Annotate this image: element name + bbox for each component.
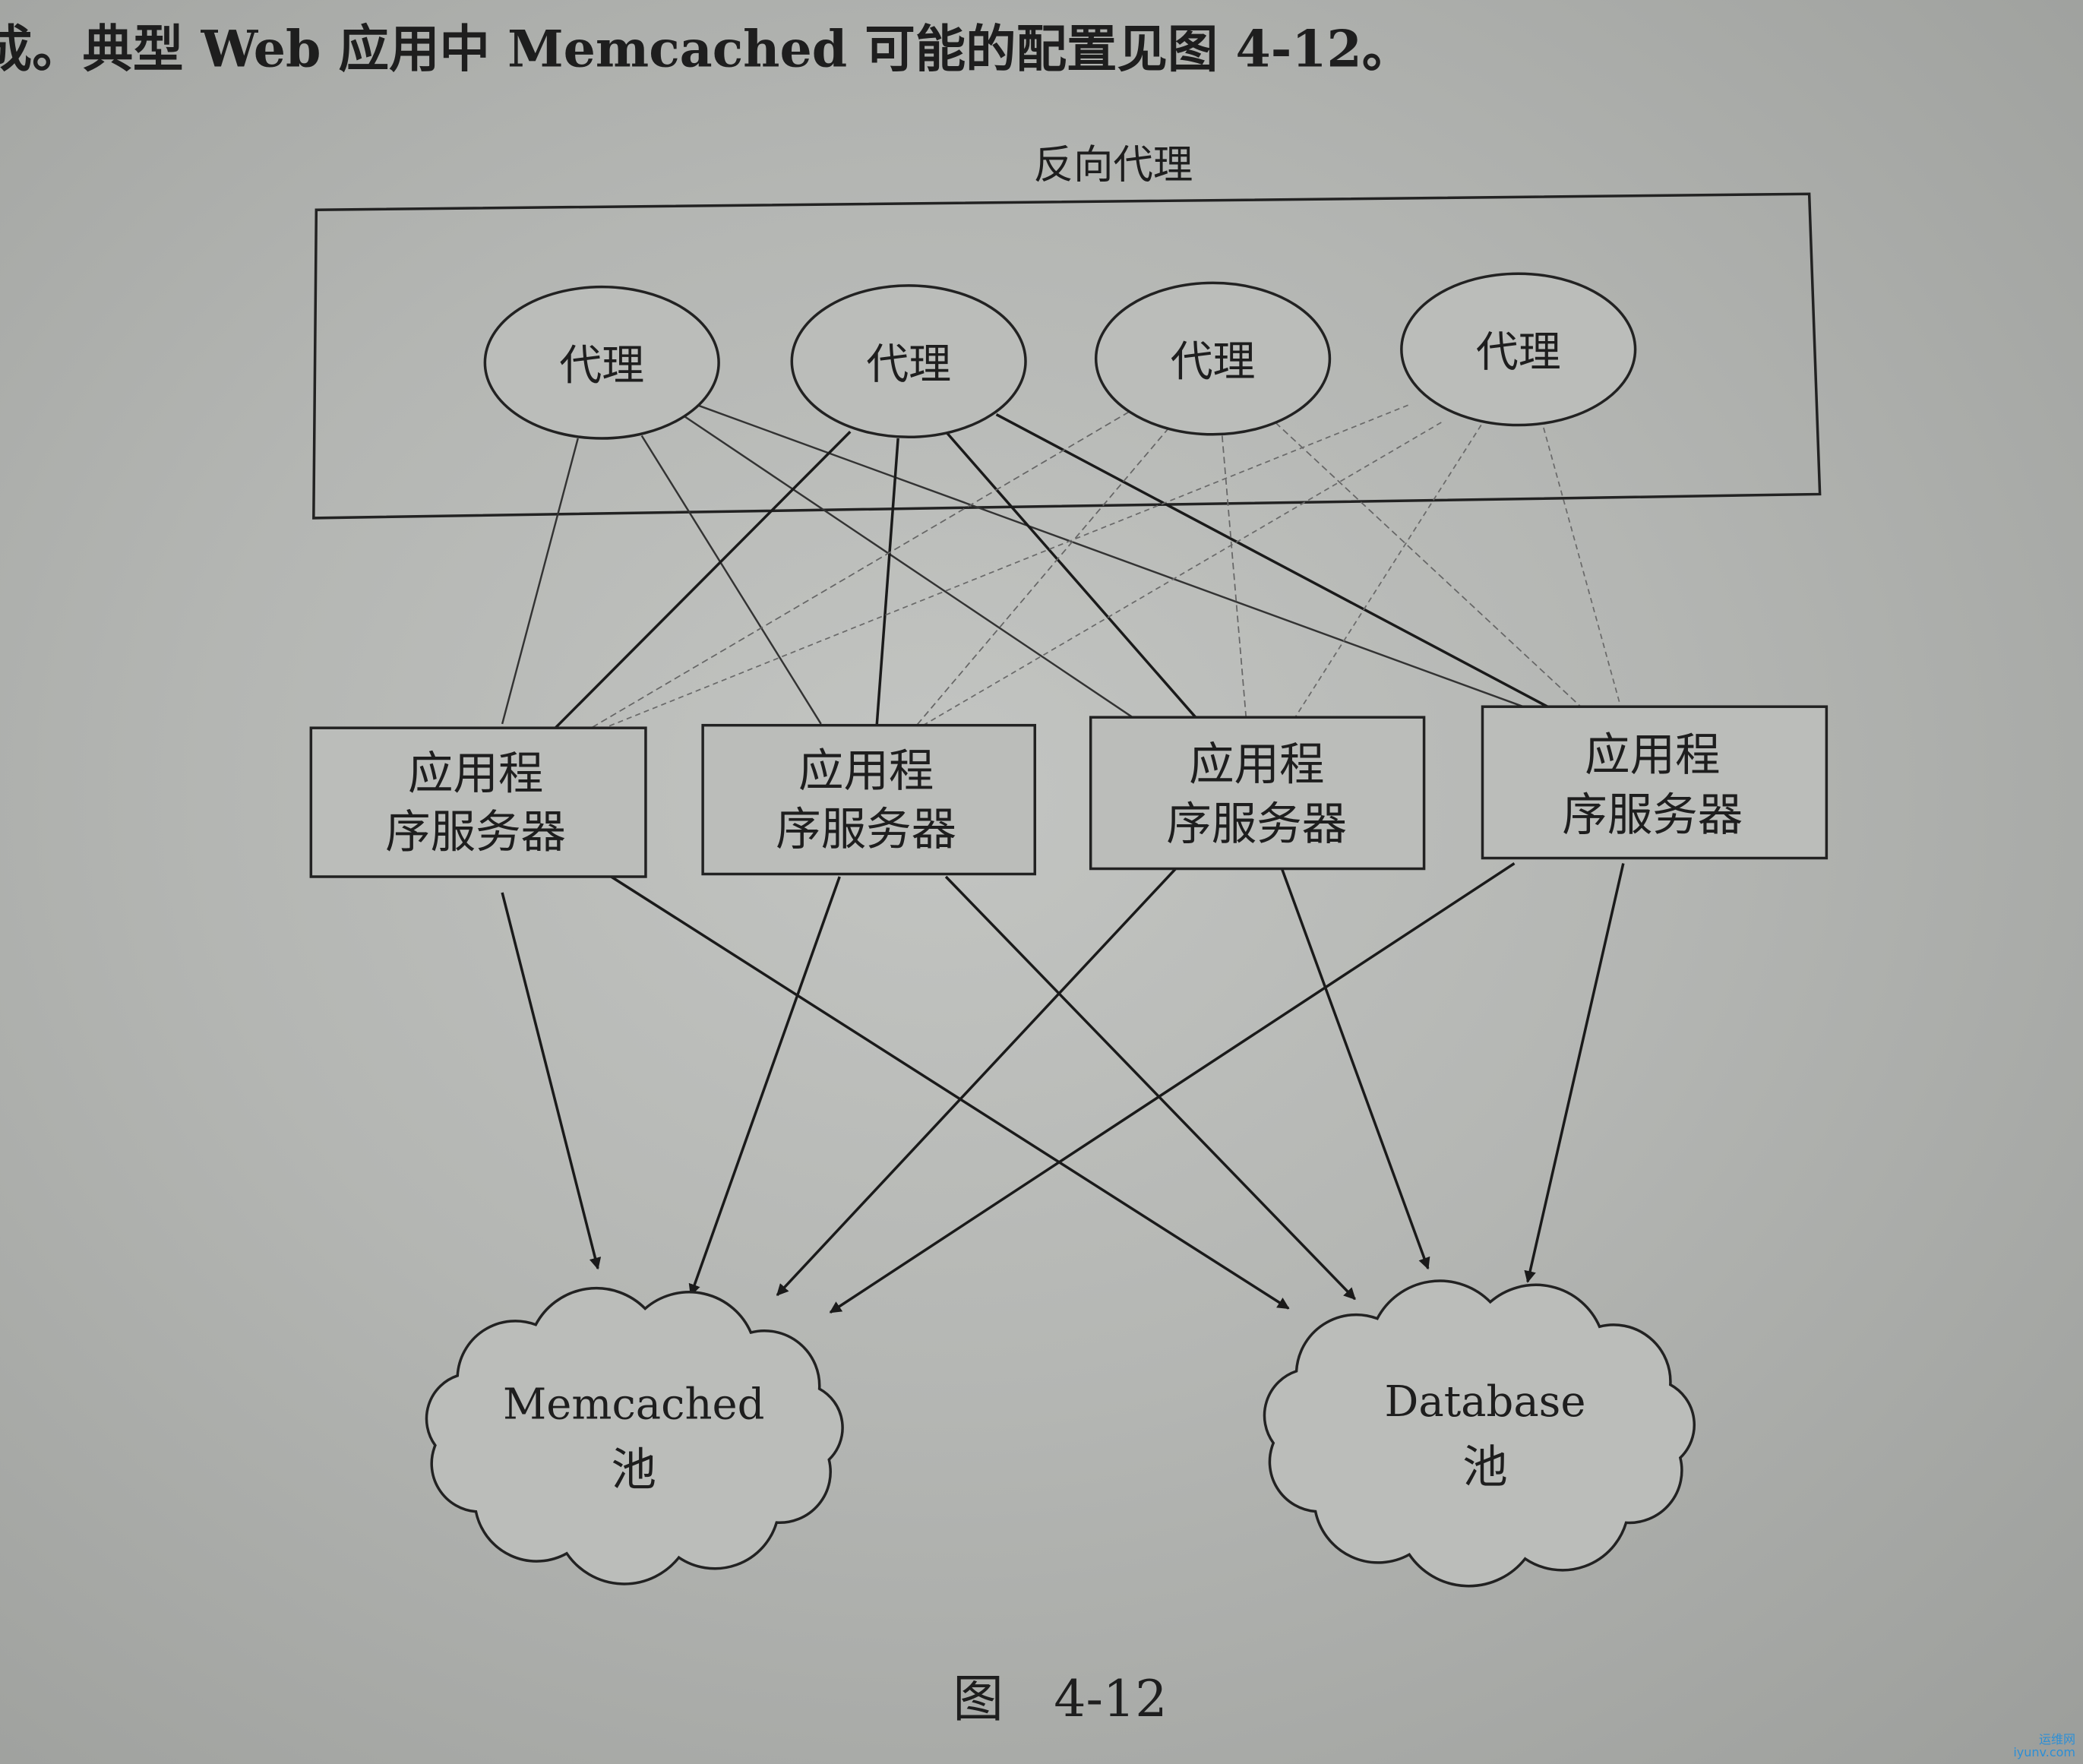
pool-label-line2: 池 bbox=[611, 1444, 656, 1497]
proxy-ellipse bbox=[1400, 272, 1637, 427]
link-proxy3-server4 bbox=[1275, 422, 1582, 707]
link-proxy4-server3 bbox=[1294, 425, 1482, 718]
arrow-server1-memcached bbox=[501, 892, 602, 1270]
app-server-label-line2: 序服务器 bbox=[1562, 789, 1743, 842]
arrow-server2-memcached bbox=[688, 876, 841, 1297]
app-server-3: 应用程 序服务器 bbox=[1089, 716, 1426, 871]
link-proxy4-server1 bbox=[604, 404, 1408, 729]
proxy-3: 代理 bbox=[1094, 281, 1332, 436]
watermark-logo: 运维网 iyunv.com bbox=[2013, 1733, 2075, 1759]
link-proxy1-server2 bbox=[640, 435, 822, 725]
pool-label-line1: Database bbox=[1384, 1377, 1585, 1427]
server-pool-arrows bbox=[501, 862, 1625, 1314]
header-text: 成。典型 Web 应用中 Memcached 可能的配置见图 4-12。 bbox=[0, 19, 1412, 78]
proxy-label: 代理 bbox=[1171, 337, 1256, 387]
arrow-server1-database bbox=[610, 875, 1290, 1310]
app-server-box bbox=[1089, 716, 1426, 871]
arrow-server3-database bbox=[1280, 868, 1430, 1270]
app-server-box bbox=[309, 726, 647, 878]
app-server-label-line2: 序服务器 bbox=[385, 807, 566, 859]
proxy-4: 代理 bbox=[1400, 272, 1637, 427]
link-proxy3-server2 bbox=[915, 427, 1170, 726]
watermark-cn: 运维网 bbox=[2038, 1731, 2075, 1747]
link-proxy1-server1 bbox=[501, 438, 579, 725]
link-proxy1-server4 bbox=[697, 404, 1535, 712]
proxy-ellipse bbox=[790, 284, 1027, 439]
watermark-en: iyunv.com bbox=[2013, 1745, 2075, 1760]
link-proxy2-server4 bbox=[995, 413, 1548, 708]
app-server-label-line1: 应用程 bbox=[1585, 729, 1720, 782]
cloud-shape bbox=[425, 1286, 844, 1585]
app-server-4: 应用程 序服务器 bbox=[1481, 705, 1829, 860]
link-proxy2-server1 bbox=[554, 431, 852, 729]
reverse-proxy-label: 反向代理 bbox=[1034, 141, 1193, 188]
cloud-shape bbox=[1263, 1279, 1696, 1588]
app-server-2: 应用程 序服务器 bbox=[701, 723, 1037, 876]
proxy-1: 代理 bbox=[483, 285, 720, 440]
memcached-pool: Memcached 池 bbox=[425, 1286, 844, 1585]
link-proxy2-server2 bbox=[875, 438, 899, 726]
app-server-label-line2: 序服务器 bbox=[1166, 798, 1347, 851]
app-server-box bbox=[701, 723, 1037, 876]
app-server-label-line1: 应用程 bbox=[408, 748, 543, 801]
app-server-label-line2: 序服务器 bbox=[776, 804, 956, 856]
proxy-2: 代理 bbox=[790, 284, 1027, 439]
link-proxy4-server2 bbox=[922, 422, 1442, 726]
app-server-1: 应用程 序服务器 bbox=[309, 726, 647, 878]
figure-caption: 图 4-12 bbox=[953, 1669, 1167, 1728]
arrow-server4-database bbox=[1524, 863, 1625, 1283]
link-proxy3-server1 bbox=[590, 411, 1130, 729]
app-server-label-line1: 应用程 bbox=[1189, 738, 1324, 791]
proxy-label: 代理 bbox=[866, 340, 951, 389]
pool-label-line2: 池 bbox=[1462, 1441, 1507, 1494]
arrow-server3-memcached bbox=[776, 868, 1177, 1296]
app-server-label-line1: 应用程 bbox=[798, 745, 934, 798]
link-proxy4-server4 bbox=[1543, 427, 1622, 707]
pool-label-line1: Memcached bbox=[503, 1380, 764, 1429]
arrow-server2-database bbox=[944, 875, 1356, 1301]
proxy-label: 代理 bbox=[559, 341, 644, 390]
reverse-proxy-box bbox=[312, 192, 1822, 520]
proxy-ellipse bbox=[1094, 281, 1332, 436]
app-server-box bbox=[1481, 705, 1829, 860]
proxy-label: 代理 bbox=[1476, 328, 1561, 378]
proxy-ellipse bbox=[483, 285, 720, 440]
arrow-server4-memcached bbox=[829, 862, 1516, 1314]
link-proxy3-server3 bbox=[1221, 435, 1247, 718]
link-proxy1-server3 bbox=[677, 411, 1143, 725]
proxy-server-links bbox=[501, 404, 1622, 729]
link-proxy2-server3 bbox=[944, 431, 1197, 719]
database-pool: Database 池 bbox=[1263, 1279, 1696, 1588]
